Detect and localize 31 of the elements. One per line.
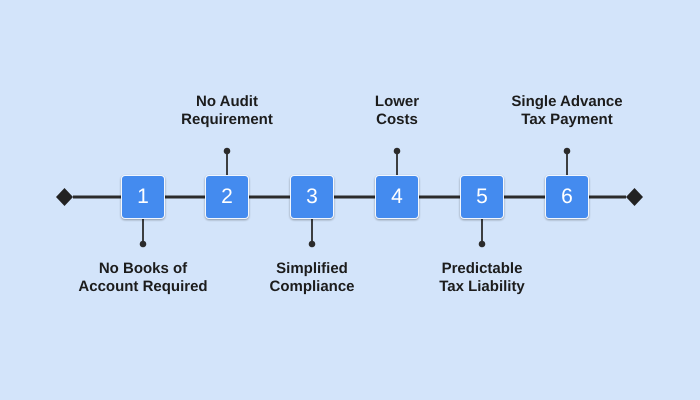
timeline-line [419,196,460,198]
timeline-line [249,196,290,198]
step-number: 2 [221,185,233,209]
timeline-line [165,196,205,198]
step-box [205,175,249,219]
step-box [290,175,334,219]
timeline-line [73,196,121,198]
step-number: 1 [137,185,149,209]
benefit-label: No Books of Account Required [77,260,209,296]
timeline-line [334,196,375,198]
leader-line [140,219,146,248]
leader-line [308,219,316,248]
step-box [460,175,504,219]
benefit-label: Predictable Tax Liability [438,260,526,296]
step-box [121,175,165,219]
step-number: 5 [476,185,488,209]
leader-line [394,148,400,175]
step-number: 4 [391,185,403,209]
step-box [545,175,589,219]
leader-line [478,219,486,248]
benefit-label: Single Advance Tax Payment [510,93,624,129]
benefit-label: Lower Costs [374,93,420,129]
timeline-line [589,196,626,198]
benefit-label: No Audit Requirement [180,93,274,129]
timeline-line [504,196,545,198]
step-number: 3 [306,185,318,209]
step-box [375,175,419,219]
step-number: 6 [561,185,573,209]
benefit-label: Simplified Compliance [268,260,356,296]
leader-line [224,148,230,175]
leader-line [564,148,570,175]
